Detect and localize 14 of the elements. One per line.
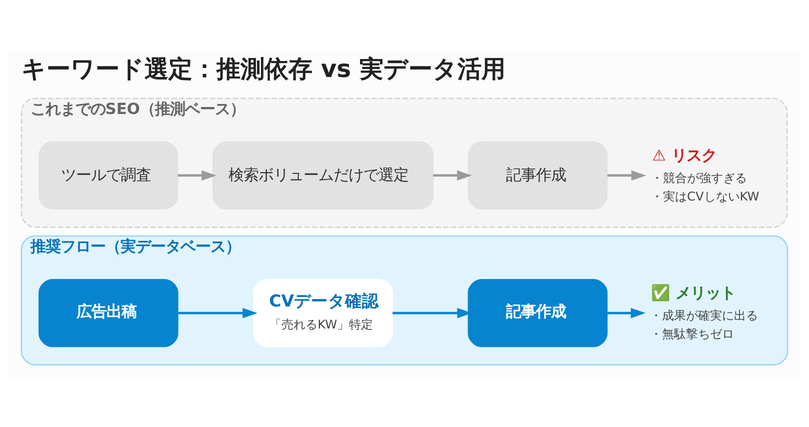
- arrow: [178, 170, 216, 180]
- node-box: 記事作成: [468, 278, 608, 347]
- node-box: 記事作成: [468, 140, 608, 210]
- arrow: [607, 170, 646, 180]
- node-text: ⚠ リスク ・競合が強すぎる ・実はCVしないKW: [651, 146, 760, 204]
- arrow: [607, 307, 646, 318]
- diagram-title: キーワード選定：推測依存 vs 実データ活用: [21, 54, 506, 83]
- arrow: [433, 170, 472, 180]
- node-box: 広告出稿: [38, 278, 178, 347]
- node-text: ✅ メリット ・成果が確実に出る ・無駄撃ちゼロ: [650, 283, 758, 341]
- node-box: CVデータ確認 「売れるKW」特定: [253, 278, 393, 347]
- node-box: 検索ボリュームだけで選定: [212, 140, 434, 210]
- arrow: [178, 307, 258, 318]
- node-box: ツールで調査: [38, 140, 178, 210]
